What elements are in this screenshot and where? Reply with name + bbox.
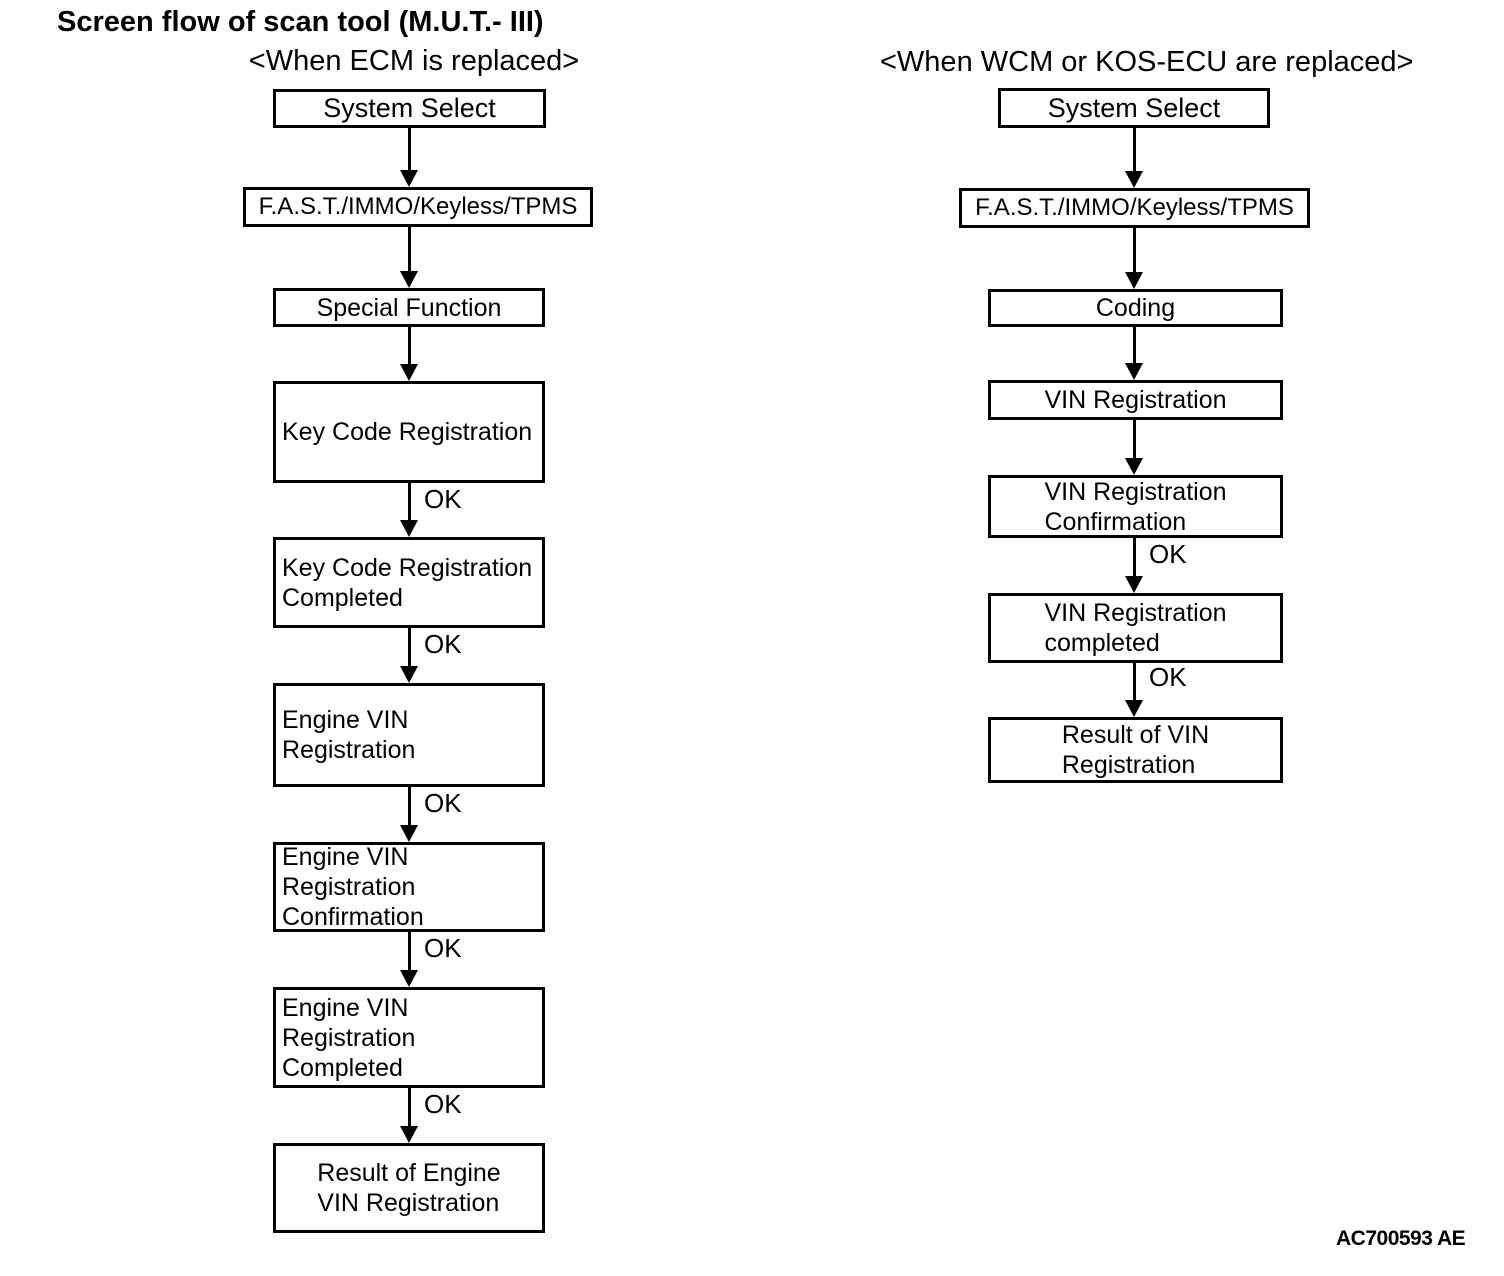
arrow-head-icon [1124,171,1143,188]
arrow-head-icon [399,825,418,842]
flow-node-label: VIN Registration [1044,386,1227,414]
flow-node-label: System Select [323,93,496,124]
arrow-line [1132,538,1136,578]
arrow-ok-label: OK [1149,662,1187,692]
arrow-head-icon [399,1126,418,1143]
arrow-ok-label: OK [424,484,462,514]
flow-node-label: VIN Registration Confirmation [1044,477,1227,536]
flow-node-label: Result of VIN Registration [1061,721,1210,779]
arrow-line [407,483,411,522]
arrow-ok-label: OK [424,629,462,659]
flow-node-fast-immo-wcm: F.A.S.T./IMMO/Keyless/TPMS [959,188,1310,228]
arrow-line [407,787,411,827]
arrow-line [1132,420,1136,460]
flow-node-key-code-registration-completed: Key Code Registration Completed [273,537,545,628]
flow-node-label: Key Code Registration [282,418,533,446]
flow-node-label: Coding [1095,294,1176,322]
column-header-wcm-kos: <When WCM or KOS-ECU are replaced> [880,46,1414,78]
flow-node-label: Engine VIN Registration Confirmation [282,843,424,931]
flow-node-label: System Select [1047,92,1221,123]
flow-node-engine-vin-registration: Engine VIN Registration [273,683,545,787]
arrow-ok-label: OK [424,1089,462,1119]
column-header-ecm: <When ECM is replaced> [248,45,580,77]
diagram-title: Screen flow of scan tool (M.U.T.- III) [57,6,544,38]
flow-node-label: Special Function [316,293,502,322]
arrow-ok-label: OK [424,933,462,963]
arrow-head-icon [399,364,418,381]
arrow-ok-label: OK [424,788,462,818]
flow-node-label: Result of Engine VIN Registration [317,1159,501,1217]
arrow-line [407,1088,411,1128]
arrow-head-icon [1124,272,1143,289]
arrow-line [407,227,411,273]
arrow-line [1132,228,1136,274]
arrow-line [1132,327,1136,365]
arrow-line [407,327,411,366]
flow-node-engine-vin-registration-confirmation: Engine VIN Registration Confirmation [273,842,545,932]
flow-node-vin-registration-completed: VIN Registration completed [988,593,1283,663]
arrow-ok-label: OK [1149,539,1187,569]
flow-node-special-function: Special Function [273,288,545,327]
flow-node-fast-immo-ecm: F.A.S.T./IMMO/Keyless/TPMS [243,187,593,227]
arrow-head-icon [1124,363,1143,380]
arrow-head-icon [399,170,418,187]
flow-node-result-of-engine-vin-registration: Result of Engine VIN Registration [273,1143,545,1233]
arrow-line [407,128,411,172]
figure-code: AC700593 AE [1336,1227,1466,1250]
arrow-head-icon [399,520,418,537]
arrow-head-icon [1124,458,1143,475]
flow-node-label: F.A.S.T./IMMO/Keyless/TPMS [258,192,578,220]
flow-node-label: F.A.S.T./IMMO/Keyless/TPMS [975,193,1294,221]
arrow-line [1132,128,1136,173]
flow-node-vin-registration: VIN Registration [988,380,1283,420]
arrow-head-icon [399,970,418,987]
flow-node-engine-vin-registration-completed: Engine VIN Registration Completed [273,987,545,1088]
arrow-line [407,932,411,972]
flow-node-label: Key Code Registration Completed [282,553,533,612]
arrow-head-icon [399,666,418,683]
arrow-head-icon [1124,576,1143,593]
flow-node-coding: Coding [988,289,1283,327]
flow-node-label: VIN Registration completed [1044,599,1227,657]
arrow-line [407,628,411,668]
flow-node-label: Engine VIN Registration Completed [282,993,416,1082]
arrow-head-icon [399,271,418,288]
flow-node-system-select-wcm: System Select [998,88,1270,128]
flow-node-label: Engine VIN Registration [282,706,416,764]
arrow-line [1132,663,1136,702]
flow-node-system-select-ecm: System Select [273,89,546,128]
flow-node-key-code-registration: Key Code Registration [273,381,545,483]
flow-node-result-of-vin-registration: Result of VIN Registration [988,717,1283,783]
flow-node-vin-registration-confirmation: VIN Registration Confirmation [988,475,1283,538]
arrow-head-icon [1124,700,1143,717]
